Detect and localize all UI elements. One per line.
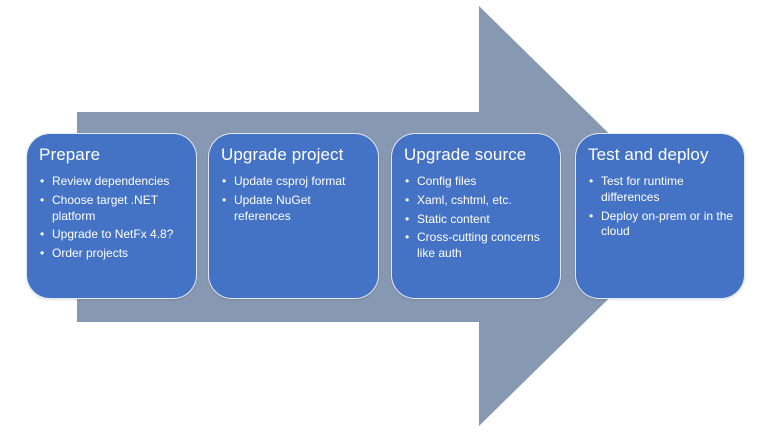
step-bullet: Update csproj format [221,174,370,190]
step-card-prepare: Prepare Review dependencies Choose targe… [26,133,197,299]
step-title: Upgrade source [404,145,527,164]
step-bullet: Config files [404,174,552,190]
step-title: Prepare [39,145,101,164]
step-bullet: Test for runtime differences [588,174,736,206]
step-title: Upgrade project [221,145,344,164]
step-bullet: Static content [404,212,552,228]
step-title: Test and deploy [588,145,709,164]
step-card-upgrade-project: Upgrade project Update csproj format Upd… [208,133,379,299]
step-bullet: Order projects [39,246,188,262]
step-bullet: Xaml, cshtml, etc. [404,193,552,209]
step-bullet: Update NuGet references [221,193,370,225]
step-card-upgrade-source: Upgrade source Config files Xaml, cshtml… [391,133,561,299]
step-bullet: Review dependencies [39,174,188,190]
step-bullet: Choose target .NET platform [39,193,188,225]
step-bullet-list: Review dependencies Choose target .NET p… [39,174,188,262]
step-card-test-and-deploy: Test and deploy Test for runtime differe… [575,133,745,299]
step-bullet: Cross-cutting concerns like auth [404,230,552,262]
step-bullet: Upgrade to NetFx 4.8? [39,227,188,243]
step-bullet-list: Test for runtime differences Deploy on-p… [588,174,736,240]
step-bullet: Deploy on-prem or in the cloud [588,209,736,241]
step-bullet-list: Config files Xaml, cshtml, etc. Static c… [404,174,552,262]
step-bullet-list: Update csproj format Update NuGet refere… [221,174,370,224]
